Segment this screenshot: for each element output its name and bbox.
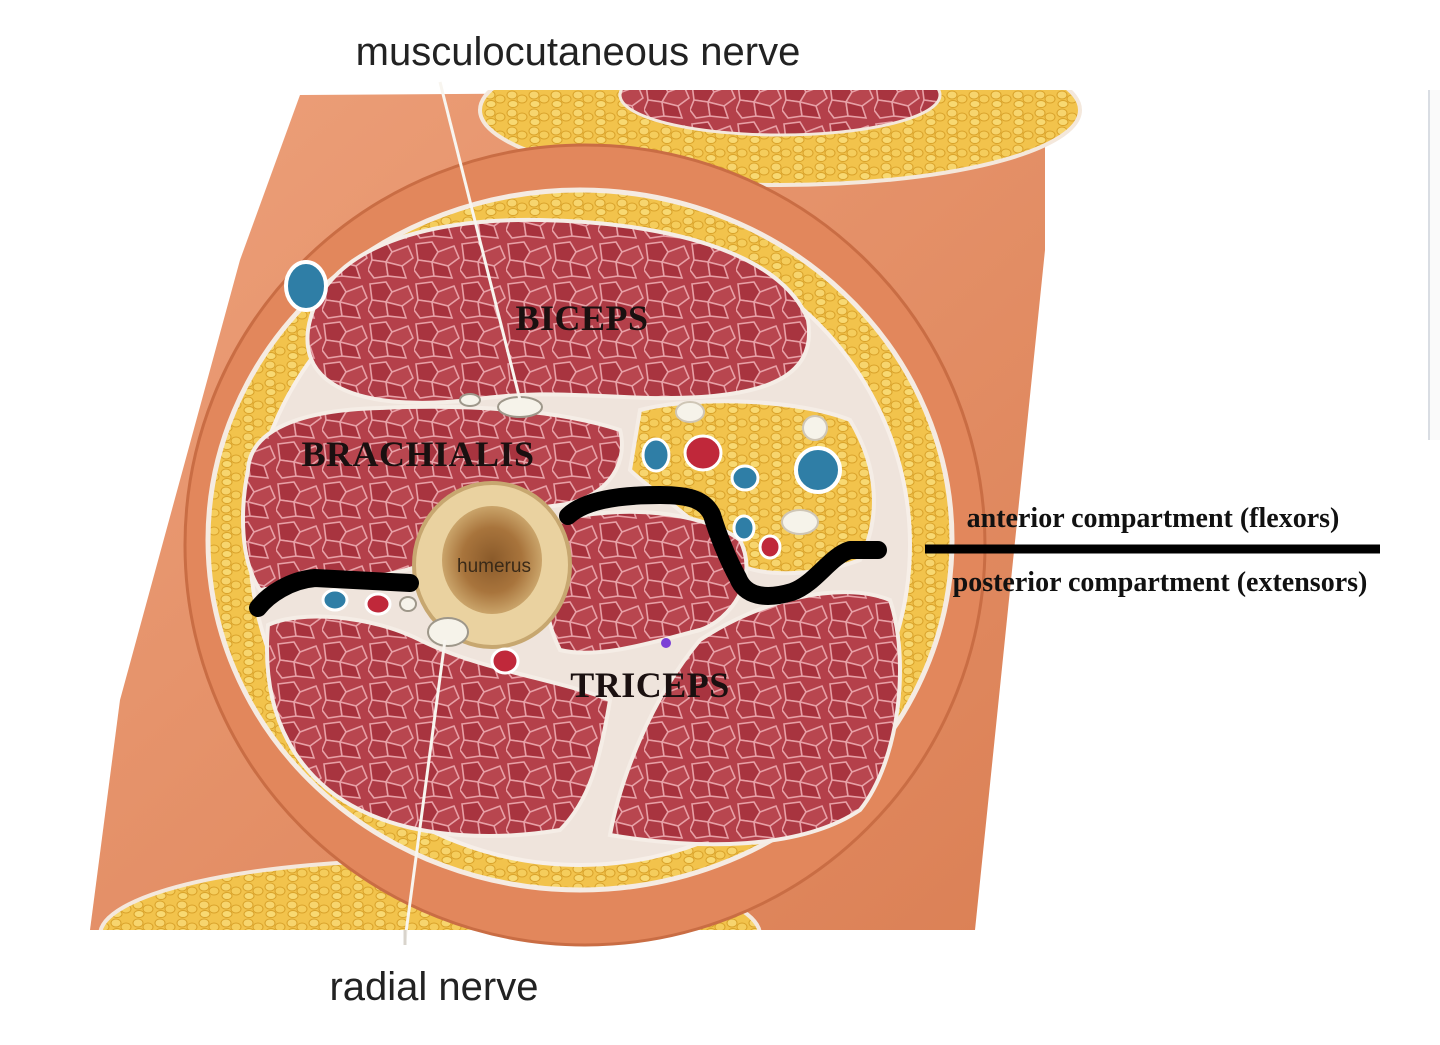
musculocutaneous-nerve-label: musculocutaneous nerve [356,30,801,74]
nerve-icon [399,596,417,612]
nerve-icon [459,393,481,407]
triceps-medial-head [607,590,902,847]
triceps-label: TRICEPS [570,665,730,705]
radial-nerve-label: radial nerve [329,965,538,1009]
vein-icon [321,588,349,612]
triceps-long-head [265,614,613,838]
biceps-label: BICEPS [515,298,648,338]
radial-nerve-icon [427,617,469,647]
brachial-artery-icon [683,434,723,472]
anterior-compartment-label: anterior compartment (flexors) [967,503,1340,534]
side-panel-edge [1428,0,1440,440]
biceps-muscle [305,217,812,405]
musculocutaneous-leader-line [438,81,522,401]
artery-icon [758,534,782,560]
top-crop [0,0,1440,90]
vein-icon [730,464,760,492]
compartment-divider-line [559,486,887,605]
marker-dot-icon [661,638,671,648]
profunda-artery-icon [490,647,520,675]
vessels-group [284,260,842,675]
nerve-icon [802,415,828,441]
brachialis-label: BRACHIALIS [301,434,534,474]
humerus-marrow [442,506,542,614]
vein-icon [641,437,671,473]
compartment-divider-line-left [249,569,419,617]
nerve-icon [781,509,819,535]
cephalic-vein-icon [284,260,328,312]
radial-leader-line [403,639,447,941]
nerve-icon [675,401,705,423]
vein-icon [794,446,842,494]
vein-icon [732,514,756,542]
posterior-compartment-label: posterior compartment (extensors) [953,567,1368,598]
artery-icon [364,592,392,616]
humerus-label: humerus [457,556,531,577]
bottom-crop [0,930,1440,1045]
